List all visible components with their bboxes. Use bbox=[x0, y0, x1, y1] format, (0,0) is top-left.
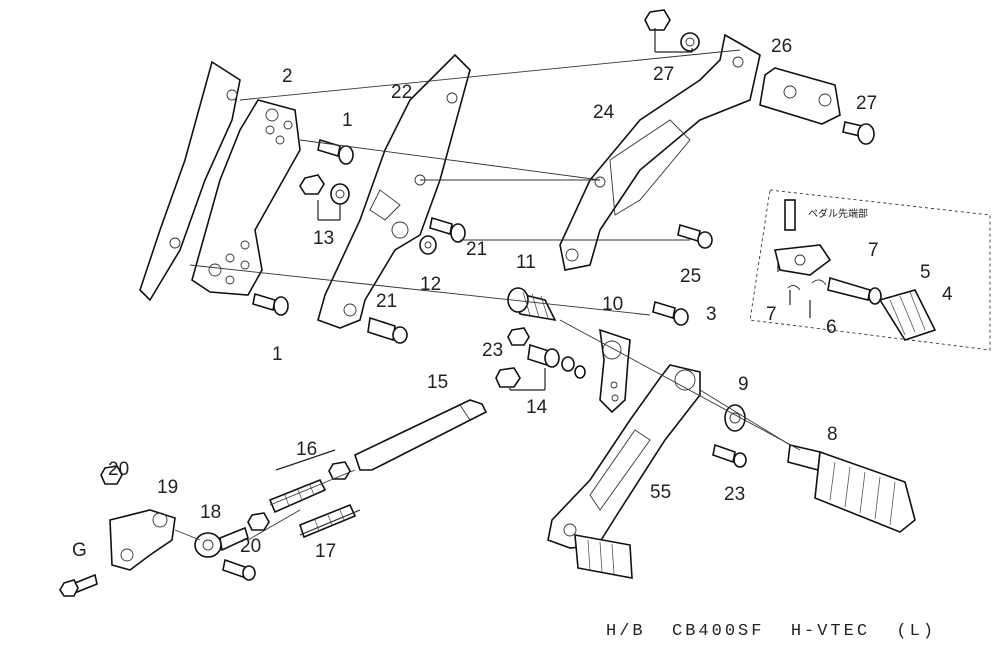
label-25: 25 bbox=[680, 266, 701, 287]
ball-joint-18 bbox=[194, 512, 270, 558]
label-55: 55 bbox=[650, 482, 671, 503]
label-23-upper: 23 bbox=[482, 340, 503, 361]
label-9: 9 bbox=[738, 374, 749, 395]
bolt-20-lower bbox=[222, 558, 256, 581]
label-7-upper: 7 bbox=[868, 240, 879, 261]
label-11: 11 bbox=[516, 252, 536, 273]
shift-arm-19 bbox=[100, 465, 176, 571]
block-26 bbox=[759, 67, 841, 125]
bolt-21-lower bbox=[367, 316, 408, 344]
label-6: 6 bbox=[826, 317, 837, 338]
label-g: G bbox=[72, 540, 87, 561]
label-8: 8 bbox=[827, 424, 838, 445]
label-13: 13 bbox=[313, 228, 334, 249]
part-labels: 2 1 1 22 13 21 21 12 24 25 26 27 27 11 1… bbox=[72, 36, 953, 562]
label-27-top: 27 bbox=[653, 64, 674, 85]
washer-12 bbox=[419, 235, 437, 255]
label-14: 14 bbox=[526, 397, 548, 418]
pedal-rubber-8 bbox=[787, 444, 916, 533]
label-7-lower: 7 bbox=[766, 304, 777, 325]
label-3: 3 bbox=[706, 304, 717, 325]
bolt-g bbox=[59, 573, 98, 597]
bolt-25-lower bbox=[652, 300, 689, 326]
label-2: 2 bbox=[282, 66, 293, 87]
nut-washer-13 bbox=[299, 174, 350, 205]
label-16: 16 bbox=[296, 439, 317, 460]
bolt-25-upper bbox=[677, 223, 713, 249]
label-19: 19 bbox=[157, 477, 178, 498]
spacer-9 bbox=[724, 404, 746, 432]
inset-note: ペダル先端部 bbox=[808, 207, 868, 220]
diagram-caption: H/B CB400SF H-VTEC (L) bbox=[606, 622, 937, 641]
label-22: 22 bbox=[391, 82, 412, 103]
label-21-lower: 21 bbox=[376, 291, 397, 312]
frame-edge bbox=[139, 60, 241, 302]
nut-washer-14 bbox=[495, 343, 586, 388]
leader-lines bbox=[174, 28, 811, 541]
label-12: 12 bbox=[420, 274, 441, 295]
nut-23-upper bbox=[507, 327, 530, 346]
label-24: 24 bbox=[593, 102, 615, 123]
label-18: 18 bbox=[200, 502, 221, 523]
label-27-right: 27 bbox=[856, 93, 877, 114]
bolt-23-lower bbox=[712, 443, 747, 468]
bolt-1-lower bbox=[252, 292, 289, 316]
label-20-upper: 20 bbox=[108, 459, 129, 480]
bolt-1-upper bbox=[317, 138, 354, 165]
main-bracket-22 bbox=[317, 53, 471, 329]
label-15: 15 bbox=[427, 372, 448, 393]
bolt-27-right bbox=[842, 121, 875, 145]
label-23-lower: 23 bbox=[724, 484, 745, 505]
label-21-upper: 21 bbox=[466, 239, 487, 260]
label-26: 26 bbox=[771, 36, 792, 57]
label-1-lower: 1 bbox=[272, 344, 283, 365]
rod-end-16 bbox=[268, 461, 351, 514]
heel-guard-24 bbox=[559, 33, 761, 271]
tie-rod-15 bbox=[354, 399, 488, 471]
label-1-upper: 1 bbox=[342, 110, 353, 131]
label-20-lower: 20 bbox=[240, 536, 261, 557]
pedal-tip-detail-inset bbox=[749, 189, 991, 351]
bolt-21-upper bbox=[429, 216, 466, 243]
shift-pedal-3 bbox=[547, 364, 701, 579]
nut-washer-27-top bbox=[644, 9, 700, 52]
label-5: 5 bbox=[920, 262, 931, 283]
shift-arm-10 bbox=[599, 328, 631, 414]
label-4: 4 bbox=[942, 284, 953, 305]
label-17: 17 bbox=[315, 541, 336, 562]
bracket-plate-2 bbox=[191, 99, 301, 296]
label-10: 10 bbox=[602, 294, 623, 315]
